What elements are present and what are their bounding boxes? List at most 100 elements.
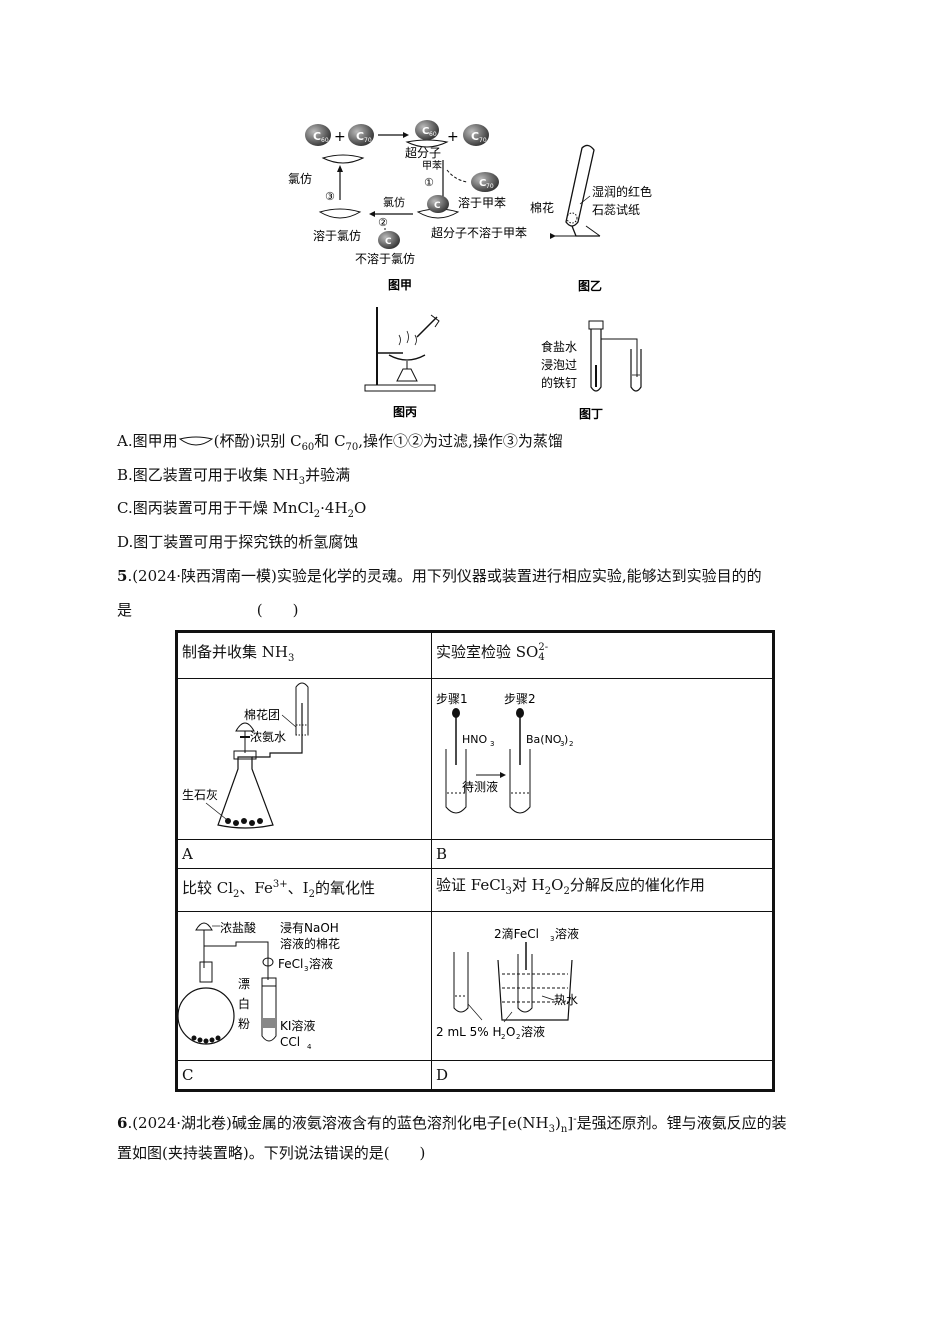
svg-text:②: ②	[378, 216, 388, 229]
svg-text:O: O	[506, 1025, 515, 1039]
cell-d-label: D	[431, 1060, 774, 1091]
inverted-test-tube	[565, 144, 595, 227]
svg-text:石蕊试纸: 石蕊试纸	[592, 202, 640, 217]
svg-text:甲苯: 甲苯	[422, 159, 442, 172]
svg-text:70: 70	[364, 137, 372, 144]
dropper-2	[516, 708, 524, 765]
figure-bing: 图丙	[364, 307, 440, 419]
fig-so4-test: 步骤1 步骤2 HNO 3 Ba(NO 3 ) 2 待测液	[436, 692, 573, 814]
svg-text:C: C	[479, 178, 486, 189]
svg-text:3: 3	[490, 740, 494, 748]
svg-text:粉: 粉	[238, 1017, 250, 1031]
conical-flask	[217, 750, 274, 829]
svg-text:溶于甲苯: 溶于甲苯	[458, 195, 506, 210]
svg-text:HNO: HNO	[462, 733, 488, 746]
figure-yi: 棉花 湿润的红色 石蕊试纸 图乙	[530, 144, 652, 293]
option-c: C.图丙装置可用于干燥 MnCl2·4H2O	[117, 499, 367, 520]
svg-text:CCl: CCl	[280, 1035, 300, 1049]
svg-text:+: +	[334, 129, 346, 145]
cell-b-label: B	[431, 839, 774, 869]
svg-text:溶液: 溶液	[555, 926, 579, 941]
c60-label: C	[313, 130, 321, 143]
separatory-funnel	[235, 722, 255, 753]
svg-text:3: 3	[560, 740, 564, 748]
svg-text:热水: 热水	[554, 993, 578, 1007]
fig-oxidation-compare: 浓盐酸 漂 白 粉 浸有NaOH 溶液的棉花 Fe	[178, 920, 340, 1051]
svg-text:70: 70	[479, 137, 487, 144]
svg-text:60: 60	[429, 131, 437, 138]
svg-text:C: C	[385, 237, 392, 247]
figure-jia: C 60 + C 70 C 60 + C 70 超分子 甲苯 ① C 70 溶于…	[288, 120, 527, 292]
fig-catalysis: 2滴FeCl 3 溶液 热水 2 mL 5% H 2 O	[436, 926, 579, 1041]
svg-text:4: 4	[307, 1043, 312, 1051]
cell-a-label: A	[176, 839, 432, 869]
svg-text:C: C	[434, 201, 441, 211]
iron-stand	[364, 307, 436, 392]
q5-stem-line1: 5.(2024·陕西渭南一模)实验是化学的灵魂。用下列仪器或装置进行相应实验,能…	[117, 567, 762, 585]
svg-text:FeCl: FeCl	[278, 957, 303, 971]
q6-stem-line2: 置如图(夹持装置略)。下列说法错误的是( )	[117, 1144, 426, 1162]
svg-text:溶液: 溶液	[309, 956, 333, 971]
caption-jia: 图甲	[388, 278, 412, 292]
svg-text:溶于氯仿: 溶于氯仿	[313, 228, 361, 243]
svg-text:2: 2	[569, 740, 573, 748]
svg-text:生石灰: 生石灰	[182, 788, 218, 802]
evaporating-dish	[388, 330, 426, 361]
svg-text:): )	[564, 733, 568, 746]
cell-d-figure: 2滴FeCl 3 溶液 热水 2 mL 5% H 2 O	[431, 911, 774, 1061]
svg-text:2 mL 5% H: 2 mL 5% H	[436, 1025, 502, 1039]
svg-text:60: 60	[321, 137, 329, 144]
q6-stem-line1: 6.(2024·湖北卷)碱金属的液氨溶液含有的蓝色溶剂化电子[e(NH3)n]-…	[117, 1114, 787, 1135]
fig-nh3-prep: 棉花团 浓氨水 生石灰	[182, 682, 309, 829]
svg-text:步骤1: 步骤1	[436, 692, 468, 706]
dropper-1	[452, 708, 460, 765]
option-d: D.图丁装置可用于探究铁的析氢腐蚀	[117, 533, 359, 551]
svg-text:Ba(NO: Ba(NO	[526, 733, 562, 746]
svg-text:超分子: 超分子	[405, 145, 441, 160]
svg-text:①: ①	[424, 176, 434, 189]
svg-text:白: 白	[238, 996, 250, 1011]
cell-a-figure: 棉花团 浓氨水 生石灰	[176, 678, 432, 840]
round-flask	[178, 961, 235, 1045]
cell-a-title: 制备并收集 NH3	[176, 631, 432, 679]
svg-text:+: +	[447, 129, 459, 145]
svg-text:漂: 漂	[238, 977, 250, 991]
option-b: B.图乙装置可用于收集 NH3并验满	[117, 466, 351, 487]
svg-text:C: C	[422, 126, 429, 137]
svg-text:70: 70	[486, 183, 494, 190]
svg-text:溶液的棉花: 溶液的棉花	[280, 936, 340, 951]
svg-text:的铁钉: 的铁钉	[541, 375, 577, 390]
svg-text:C: C	[471, 130, 479, 143]
svg-text:棉花: 棉花	[530, 200, 554, 215]
cell-c-title: 比较 Cl2、Fe3+、I2的氧化性	[176, 868, 432, 912]
calixarene-icon	[178, 436, 213, 446]
caption-bing: 图丙	[393, 405, 417, 419]
svg-text:棉花团: 棉花团	[244, 707, 280, 722]
svg-text:待测液: 待测液	[462, 779, 498, 794]
svg-text:不溶于氯仿: 不溶于氯仿	[355, 251, 415, 266]
svg-text:食盐水: 食盐水	[541, 339, 577, 354]
svg-text:2: 2	[501, 1033, 505, 1041]
q5-stem-line2: 是 ( )	[117, 601, 299, 619]
option-a: A.图甲用(杯酚)识别 C60和 C70,操作①②为过滤,操作③为蒸馏	[117, 432, 563, 453]
c70-ball-1	[348, 124, 374, 146]
svg-text:步骤2: 步骤2	[504, 692, 536, 706]
cotton-plug	[566, 212, 578, 224]
beaker	[497, 959, 573, 1021]
test-tube-c	[261, 977, 277, 1042]
tube-in-beaker	[517, 954, 533, 1013]
tube-outside	[453, 952, 469, 1013]
c60-ball-1	[305, 124, 331, 146]
test-tube-nail	[588, 320, 604, 392]
cell-c-label: C	[176, 1060, 432, 1091]
svg-text:氯仿: 氯仿	[288, 172, 312, 186]
svg-text:C: C	[356, 130, 364, 143]
svg-text:浓盐酸: 浓盐酸	[220, 920, 256, 935]
cell-c-figure: 浓盐酸 漂 白 粉 浸有NaOH 溶液的棉花 Fe	[176, 911, 432, 1061]
svg-text:③: ③	[325, 190, 335, 203]
svg-text:3: 3	[550, 935, 554, 943]
svg-text:浓氨水: 浓氨水	[250, 730, 286, 744]
figure-ding: 食盐水 浸泡过 的铁钉 图丁	[541, 320, 642, 421]
